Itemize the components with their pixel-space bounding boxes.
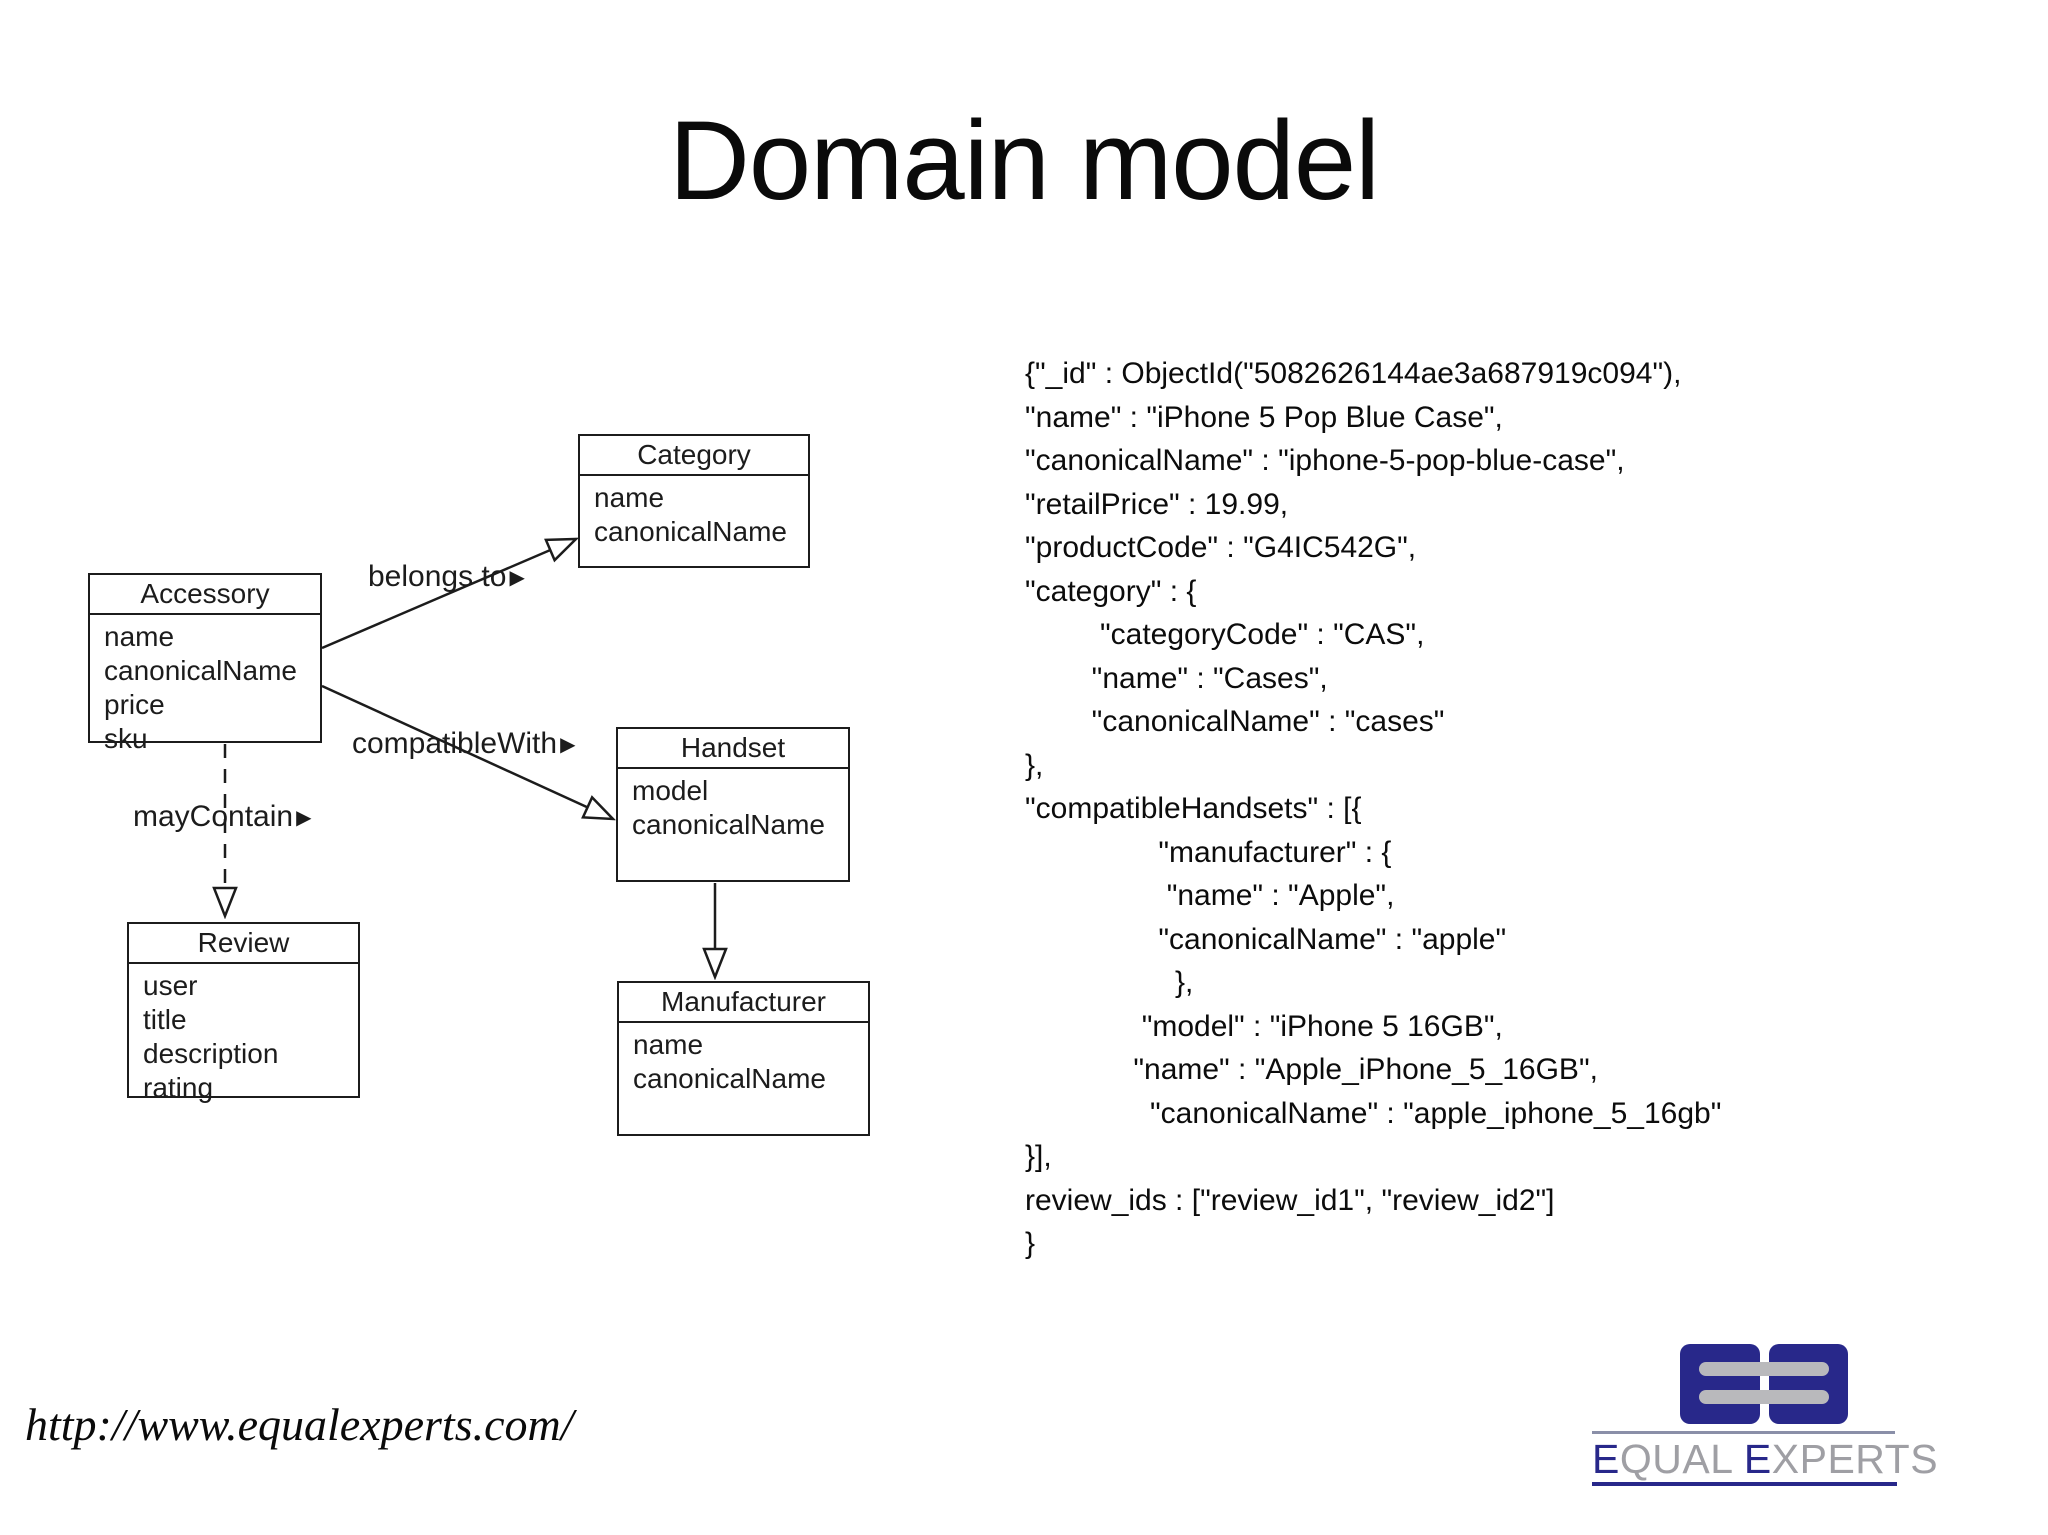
logo-rule-bottom [1592, 1482, 1897, 1486]
json-line: "canonicalName" : "apple" [1025, 922, 1507, 956]
class-field: canonicalName [632, 809, 825, 840]
json-line: }, [1025, 966, 1194, 999]
logo-word1-initial: E [1592, 1436, 1620, 1482]
class-box-category: Category name canonicalName [578, 434, 810, 568]
direction-triangle-icon: ▶ [560, 734, 576, 756]
class-field: sku [104, 723, 148, 754]
relation-label-compatible-with: compatibleWith▶ [352, 727, 575, 761]
json-line: "manufacturer" : { [1025, 835, 1392, 869]
json-line: }], [1025, 1140, 1052, 1173]
json-line: "canonicalName" : "cases" [1025, 705, 1445, 738]
class-field: title [143, 1004, 187, 1035]
json-line: "retailPrice" : 19.99, [1025, 487, 1289, 521]
relation-label-text: compatibleWith [352, 727, 558, 760]
class-fields-category: name canonicalName [580, 476, 808, 549]
class-title-manufacturer: Manufacturer [619, 983, 868, 1023]
equal-experts-logo: EQUAL EXPERTS [1560, 1330, 1980, 1510]
json-line: }, [1025, 748, 1044, 782]
json-line: "name" : "iPhone 5 Pop Blue Case", [1025, 400, 1503, 434]
logo-word1-rest: QUAL [1619, 1436, 1732, 1482]
logo-equals-bar-bottom-icon [1699, 1390, 1829, 1404]
logo-equals-bar-top-icon [1699, 1362, 1829, 1376]
json-line: "canonicalName" : "iphone-5-pop-blue-cas… [1025, 444, 1625, 477]
json-line: "name" : "Apple", [1025, 879, 1395, 912]
json-line: "name" : "Apple_iPhone_5_16GB", [1025, 1053, 1598, 1086]
relation-label-text: belongs to [368, 560, 507, 593]
json-line: "category" : { [1025, 574, 1197, 608]
direction-triangle-icon: ▶ [296, 807, 312, 829]
class-field: rating [143, 1072, 214, 1103]
logo-square-right-icon [1769, 1344, 1848, 1424]
class-title-handset: Handset [618, 729, 848, 769]
class-field: model [632, 775, 709, 806]
class-field: name [633, 1029, 704, 1060]
logo-word2-initial: E [1743, 1436, 1772, 1482]
relation-label-may-contain: mayContain▶ [133, 800, 311, 834]
logo-square-left-icon [1680, 1344, 1760, 1424]
class-fields-handset: model canonicalName [618, 769, 848, 842]
class-field: name [594, 482, 665, 513]
logo-wordmark: EQUAL EXPERTS [1592, 1436, 1938, 1483]
json-line: "model" : "iPhone 5 16GB", [1025, 1009, 1503, 1043]
class-title-category: Category [580, 436, 808, 476]
class-title-review: Review [129, 924, 358, 964]
class-fields-accessory: name canonicalName price sku [90, 615, 320, 756]
class-field: canonicalName [104, 655, 297, 686]
class-box-manufacturer: Manufacturer name canonicalName [617, 981, 870, 1136]
logo-word2-rest: XPERTS [1771, 1436, 1939, 1482]
relation-label-belongs-to: belongs to▶ [368, 560, 525, 594]
page-title: Domain model [668, 98, 1380, 223]
relation-label-text: mayContain [133, 800, 294, 833]
logo-rule-top [1592, 1431, 1895, 1434]
class-box-review: Review user title description rating [127, 922, 360, 1103]
json-line: "name" : "Cases", [1025, 661, 1328, 695]
class-title-accessory: Accessory [90, 575, 320, 615]
json-line: review_ids : ["review_id1", "review_id2"… [1025, 1183, 1555, 1217]
class-box-handset: Handset model canonicalName [616, 727, 850, 882]
class-fields-manufacturer: name canonicalName [619, 1023, 868, 1096]
class-fields-review: user title description rating [129, 964, 358, 1105]
class-field: user [143, 970, 198, 1001]
direction-triangle-icon: ▶ [509, 567, 525, 589]
class-box-accessory: Accessory name canonicalName price sku [88, 573, 322, 754]
class-field: description [143, 1038, 279, 1069]
json-line: "compatibleHandsets" : [{ [1025, 792, 1362, 825]
footer-url: http://www.equalexperts.com/ [25, 1399, 574, 1450]
json-line: "canonicalName" : "apple_iphone_5_16gb" [1025, 1096, 1722, 1130]
json-sample-block: {"_id" : ObjectId("5082626144ae3a687919c… [1025, 352, 1721, 1266]
class-field: canonicalName [633, 1063, 826, 1094]
json-line: "categoryCode" : "CAS", [1025, 618, 1425, 651]
class-field: name [104, 621, 175, 652]
json-line: {"_id" : ObjectId("5082626144ae3a687919c… [1025, 357, 1682, 390]
json-line: "productCode" : "G4IC542G", [1025, 531, 1417, 564]
class-field: canonicalName [594, 516, 787, 547]
json-line: } [1025, 1227, 1036, 1260]
class-field: price [104, 689, 165, 720]
